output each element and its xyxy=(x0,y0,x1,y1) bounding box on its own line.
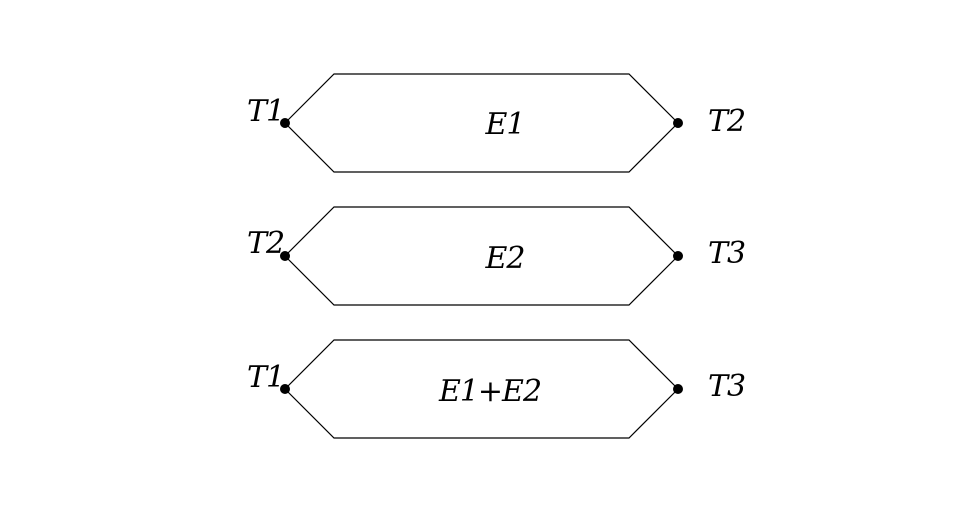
element-row-1: T1 E1 T2 xyxy=(247,73,746,173)
terminal-dot-left xyxy=(280,384,290,394)
left-terminal-label: T2 xyxy=(247,226,284,261)
element-row-3: T1 E1+E2 T3 xyxy=(247,339,746,439)
terminal-dot-right xyxy=(673,384,683,394)
left-terminal-label: T1 xyxy=(247,360,284,395)
element-label: E1+E2 xyxy=(438,374,541,409)
terminal-dot-left xyxy=(280,118,290,128)
left-terminal-label: T1 xyxy=(247,94,284,129)
terminal-dot-right xyxy=(673,118,683,128)
terminal-dot-left xyxy=(280,251,290,261)
right-terminal-label: T3 xyxy=(708,236,745,271)
element-label: E2 xyxy=(485,241,525,276)
element-label: E1 xyxy=(485,107,525,142)
terminal-dot-right xyxy=(673,251,683,261)
right-terminal-label: T3 xyxy=(708,369,745,404)
right-terminal-label: T2 xyxy=(708,104,745,139)
element-body-e2 xyxy=(284,206,679,306)
element-body-e1 xyxy=(284,73,679,173)
element-row-2: T2 E2 T3 xyxy=(247,206,746,306)
